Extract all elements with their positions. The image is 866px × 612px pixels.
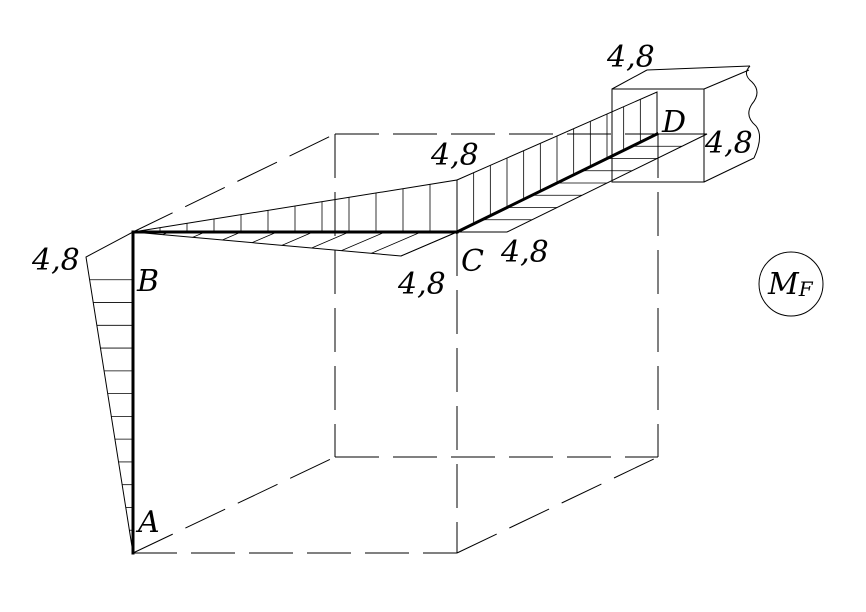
hatch-line (400, 231, 458, 257)
ab-moment-outline (85, 231, 134, 554)
frame-members (131, 131, 660, 555)
diagram-badge: MF (758, 251, 824, 317)
point-label-b: B (136, 264, 159, 299)
value-label-c-horizontal: 4,8 (500, 235, 549, 270)
box-edge (132, 133, 336, 233)
box-outline (132, 133, 659, 554)
support-break-line (746, 65, 760, 159)
support-edge (703, 157, 755, 183)
point-label-a: A (135, 505, 160, 540)
badge-main: M (767, 267, 800, 302)
value-label-ab: 4,8 (31, 243, 80, 278)
member-cd (454, 131, 660, 235)
box-edge (456, 456, 659, 554)
ab-hatching (89, 279, 133, 531)
badge-circle (758, 251, 824, 317)
value-label-d-top: 4,8 (606, 40, 655, 75)
value-label-c-vertical: 4,8 (430, 138, 479, 173)
support-edge (611, 69, 648, 90)
hatch-line (341, 231, 386, 252)
support-edge (703, 69, 750, 90)
value-label-bc: 4,8 (397, 267, 446, 302)
support-edge (646, 65, 751, 71)
hatch-line (281, 231, 314, 246)
badge-text: MF (767, 267, 814, 302)
bc-vertical-hatching (159, 180, 458, 232)
point-label-d: D (661, 105, 686, 140)
badge-sub: F (798, 277, 814, 301)
hatch-line (311, 231, 350, 249)
box-edge (132, 456, 336, 554)
hatch-line (251, 231, 278, 244)
point-label-c: C (461, 244, 484, 279)
cd-horizontal-hatching (482, 145, 682, 221)
cd-vertical-hatching (473, 99, 641, 224)
moment-outlines (85, 91, 708, 554)
value-label-d-right: 4,8 (704, 126, 753, 161)
bc-horizontal-hatching (162, 231, 458, 257)
hatch-line (371, 231, 422, 254)
